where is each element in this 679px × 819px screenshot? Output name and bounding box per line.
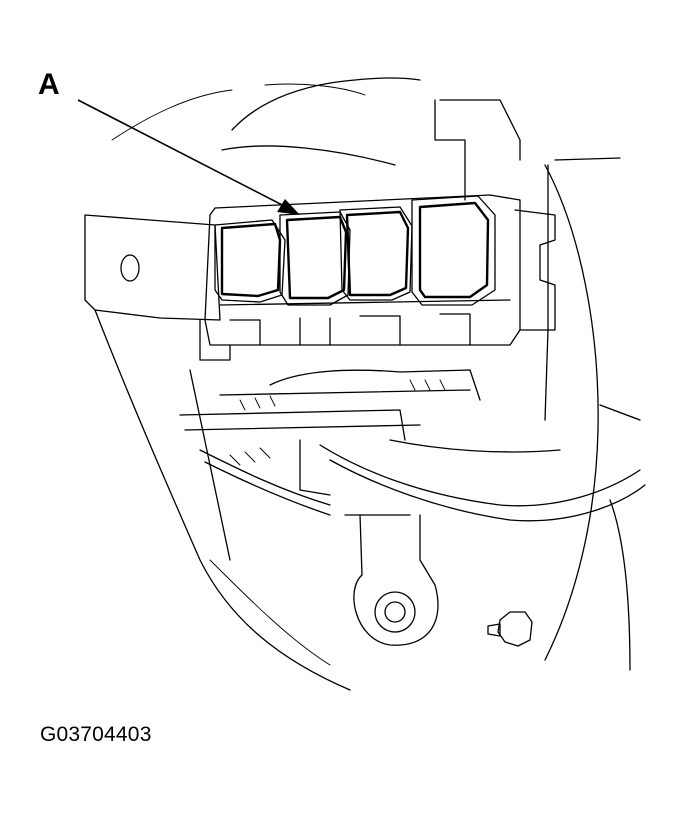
figure-code: G03704403 [40,723,152,746]
body-contour-lines [94,77,641,691]
relay-4 [411,195,496,306]
relay-1 [214,219,286,303]
wiring-harness [179,369,646,522]
relay-3 [339,206,413,301]
mounting-bracket [84,214,221,321]
relay-2 [279,211,351,306]
lower-bracket [344,514,439,646]
callout-arrow [77,99,300,215]
callout-label-a: A [38,68,60,101]
relay-box-housing [199,194,556,361]
side-bolt [487,611,533,647]
